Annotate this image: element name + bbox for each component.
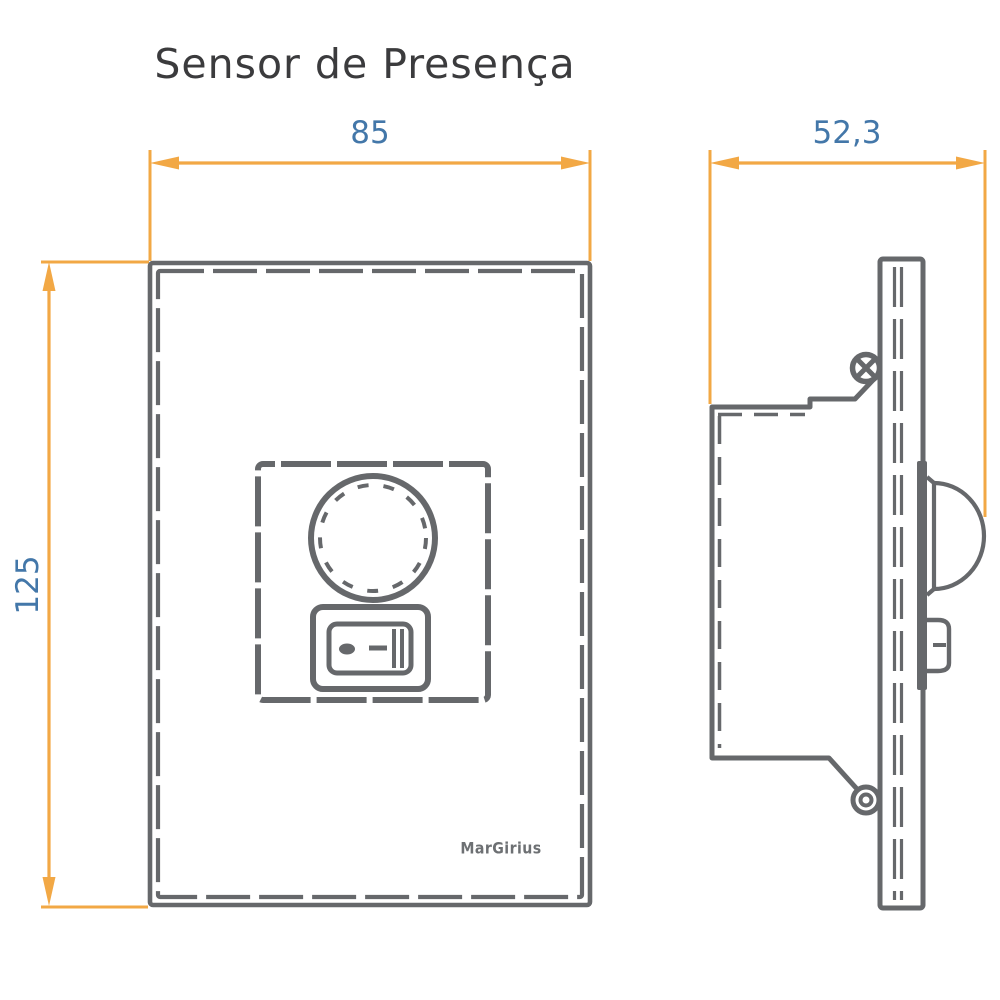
front-view bbox=[147, 260, 593, 908]
brand-logo: MarGirius bbox=[460, 839, 542, 859]
switch-dot-marking bbox=[339, 643, 355, 655]
depth-dimension-label: 52,3 bbox=[812, 115, 882, 151]
module-strip-profile bbox=[917, 461, 927, 690]
dimension-depth-52-3 bbox=[708, 150, 987, 517]
height-dimension-label: 125 bbox=[10, 555, 46, 615]
arrowhead-left-icon bbox=[150, 156, 179, 170]
dimension-annotations bbox=[41, 150, 987, 909]
sensor-dome-profile bbox=[925, 475, 987, 597]
arrowhead-down-icon bbox=[42, 877, 56, 906]
arrowhead-right-icon bbox=[561, 156, 590, 170]
switch-frame bbox=[310, 604, 431, 692]
faceplate-outline bbox=[147, 260, 593, 908]
sensor-lens-outer bbox=[308, 473, 438, 603]
arrowhead-up-icon bbox=[42, 262, 56, 291]
arrowhead-right-icon bbox=[956, 156, 985, 170]
side-view bbox=[709, 256, 987, 911]
mounting-box-profile bbox=[709, 377, 876, 791]
width-dimension-label: 85 bbox=[350, 115, 390, 151]
faceplate-hidden-edge bbox=[155, 268, 585, 900]
sensor-module-frame bbox=[255, 461, 491, 703]
dimension-height-125 bbox=[41, 260, 149, 909]
dimension-width-85 bbox=[148, 150, 592, 261]
screw-top-icon bbox=[849, 351, 883, 385]
arrowhead-left-icon bbox=[710, 156, 739, 170]
drawing-title: Sensor de Presença bbox=[154, 40, 576, 88]
switch-rocker bbox=[326, 621, 414, 676]
screw-bottom-icon bbox=[850, 784, 882, 816]
sensor-lens-inner-dashed bbox=[318, 483, 428, 593]
switch-profile bbox=[927, 617, 952, 674]
